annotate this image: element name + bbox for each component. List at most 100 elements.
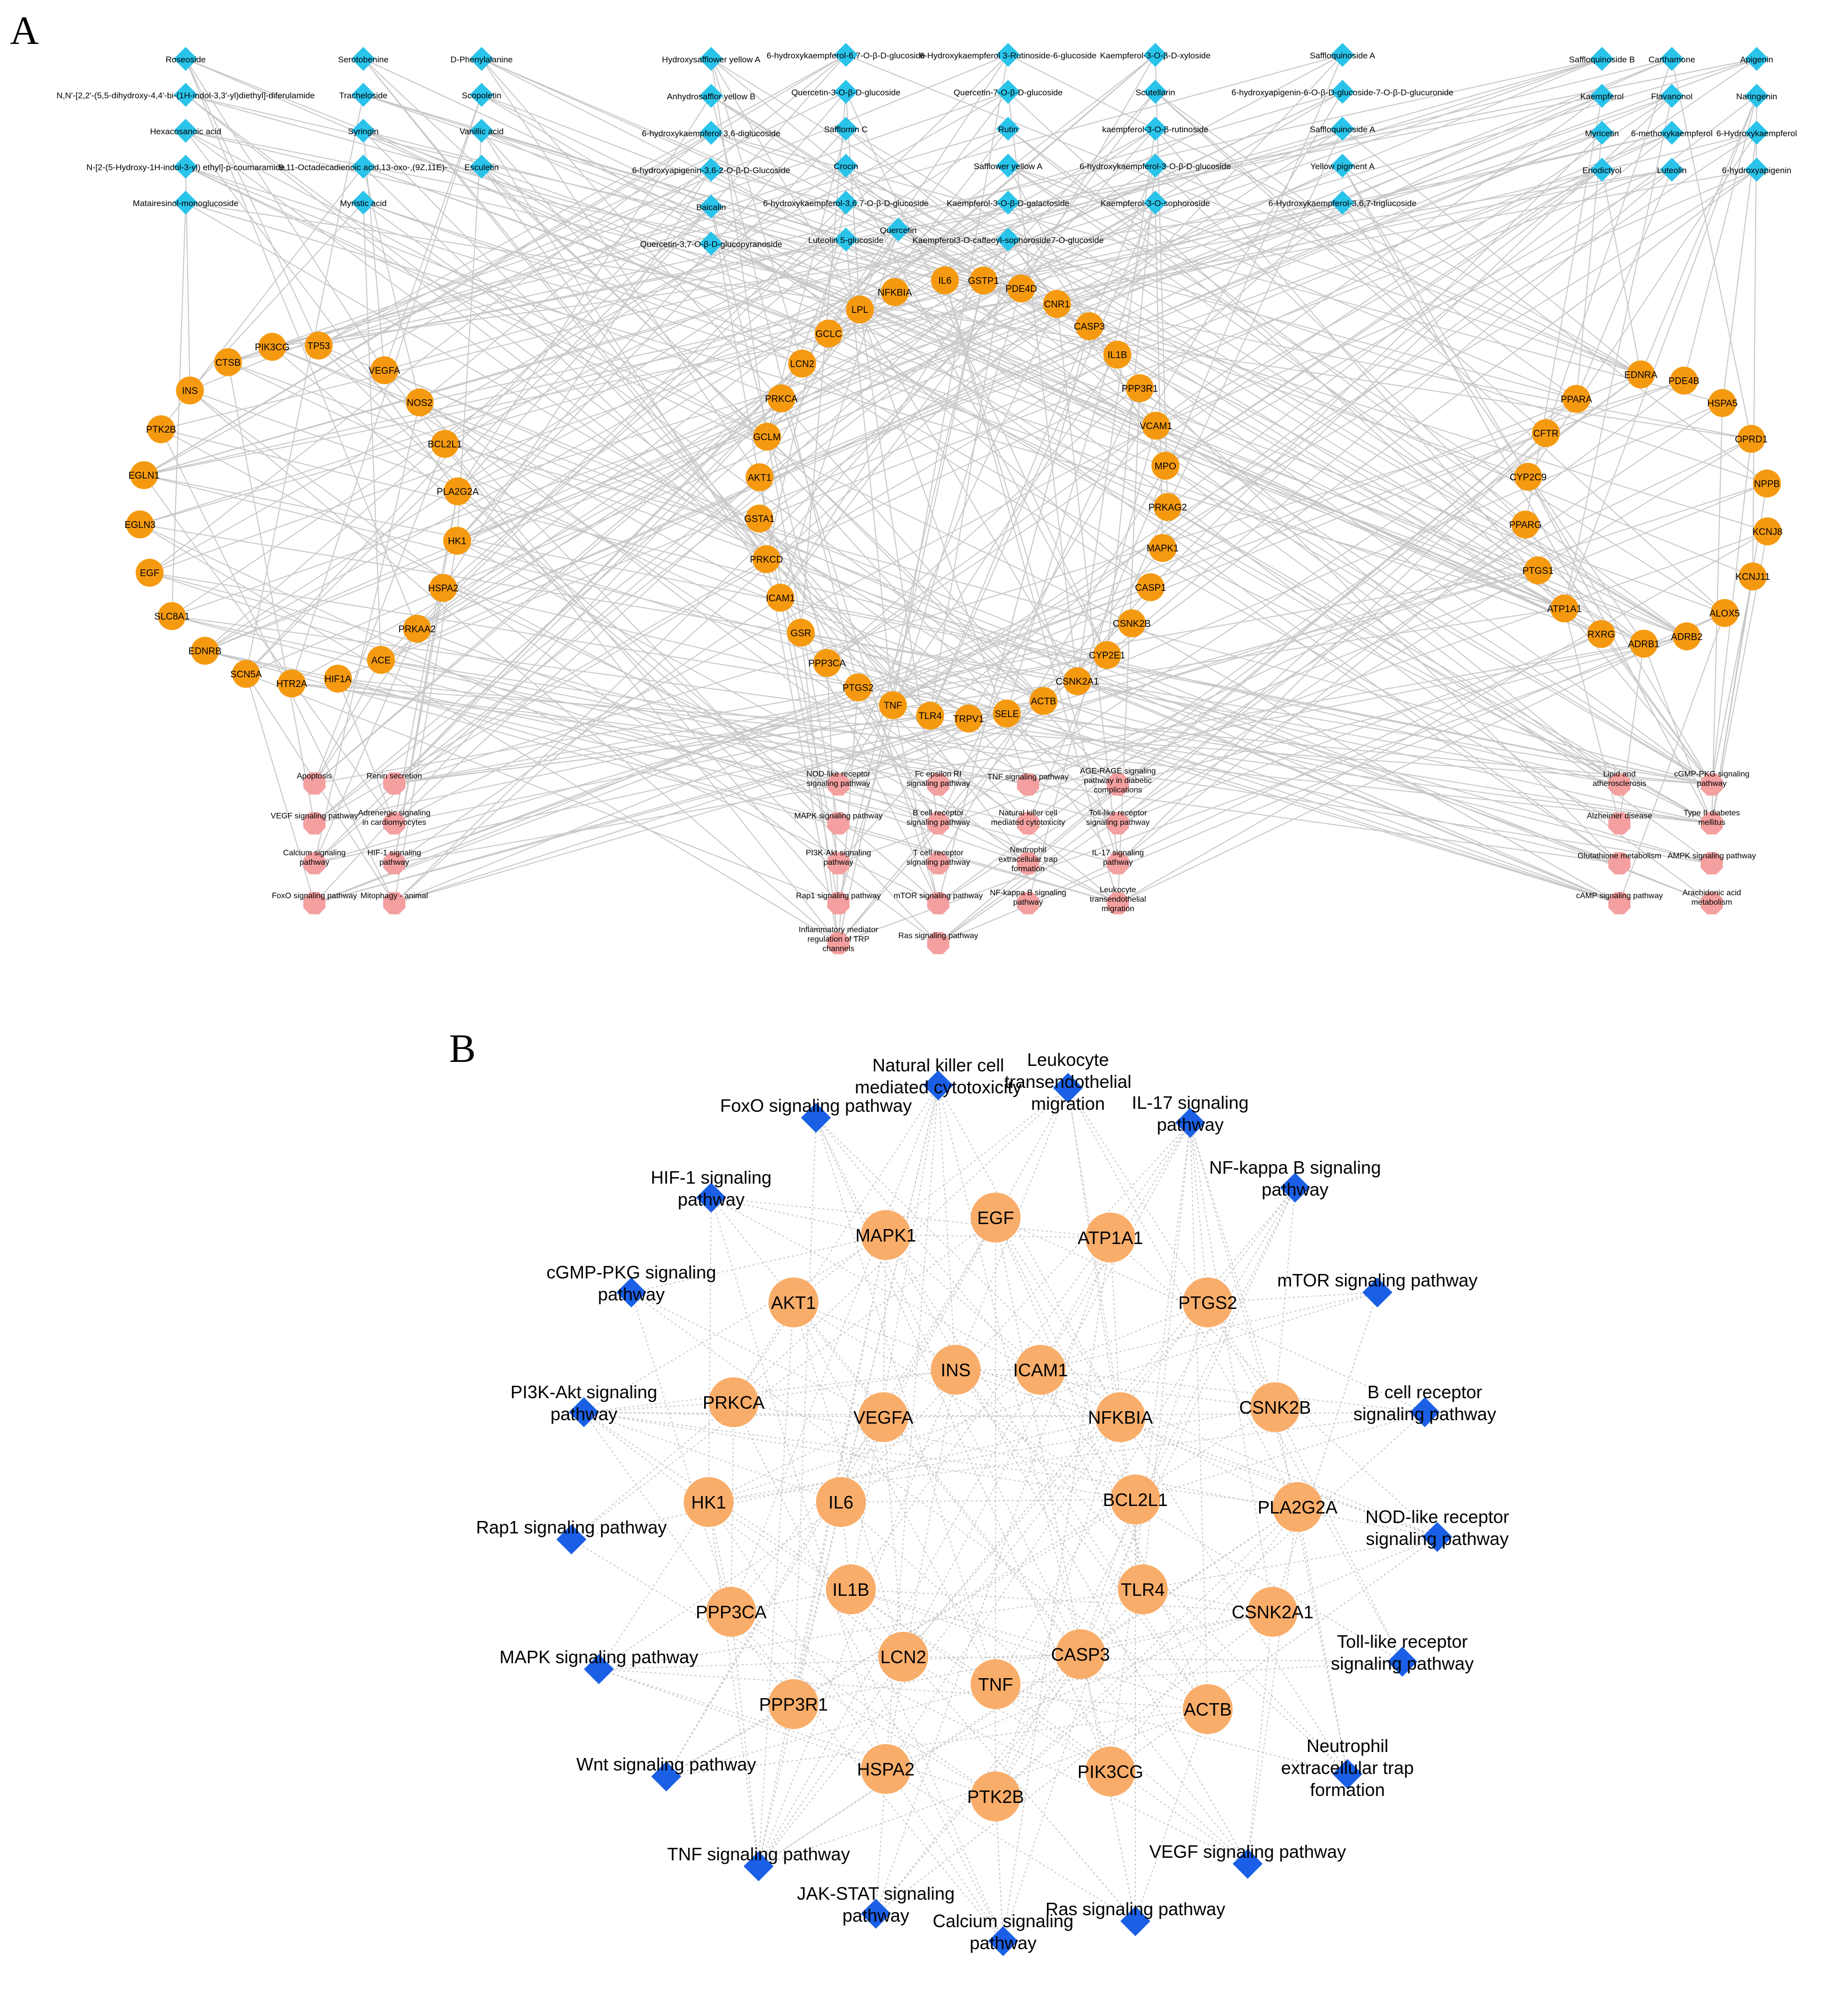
edge-compound-target bbox=[1165, 58, 1757, 467]
edge-compound-target bbox=[845, 165, 1644, 644]
target-label: TNF bbox=[884, 701, 902, 711]
target-node-nppb: NPPB bbox=[1753, 469, 1781, 498]
b-target-node-prkca: PRKCA bbox=[703, 1377, 765, 1427]
target-circle bbox=[993, 699, 1021, 728]
edge-compound-target bbox=[1155, 165, 1641, 375]
pathway-label: Adrenergic signaling bbox=[358, 809, 431, 817]
edge-target-pathway bbox=[885, 1536, 1438, 1769]
b-pathway-label: pathway bbox=[678, 1189, 745, 1210]
target-label: KCNJ11 bbox=[1735, 572, 1770, 582]
pathway-octagon bbox=[303, 772, 326, 795]
compound-node-kaempferol-3-o-rutinoside: kaempferol-3-O-β-rutinoside bbox=[1102, 117, 1208, 141]
b-target-circle bbox=[1183, 1277, 1233, 1327]
target-label: TLR4 bbox=[919, 711, 942, 722]
edge-target-pathway bbox=[938, 1085, 1121, 1418]
edge-compound-target bbox=[481, 94, 1156, 426]
target-label: EDNRA bbox=[1624, 370, 1658, 380]
compound-diamond bbox=[996, 191, 1020, 215]
target-node-hif1a: HIF1A bbox=[324, 664, 352, 693]
edge-target-pathway bbox=[381, 659, 1029, 785]
edge-target-pathway bbox=[394, 432, 1546, 904]
panel-b-letter: B bbox=[449, 1027, 476, 1071]
b-target-label: AKT1 bbox=[771, 1292, 816, 1313]
compound-label: Luteolin bbox=[1657, 166, 1687, 175]
edge-target-pathway bbox=[314, 402, 420, 864]
compound-label: 6-hydroxykaempferol 3,6-diglucoside bbox=[642, 129, 781, 138]
compound-node-6-hydroxykaempferol: 6-Hydroxykaempferol bbox=[1716, 121, 1797, 145]
edge-target-target bbox=[850, 1589, 1081, 1655]
target-circle bbox=[1708, 389, 1737, 417]
compound-diamond bbox=[1330, 154, 1354, 178]
b-target-circle bbox=[1095, 1392, 1145, 1442]
edge-compound-target bbox=[1342, 202, 1641, 375]
compound-label: Roseoside bbox=[166, 55, 206, 64]
pathway-octagon bbox=[827, 812, 850, 835]
edge-target-target bbox=[793, 1611, 1273, 1705]
target-circle bbox=[844, 673, 872, 702]
compound-label: Kaempferol3-O-caffeoyl-sophoroside7-O-gl… bbox=[912, 236, 1103, 245]
compound-node-6-hydroxykaempferol-3-6-7-o-d-glucoside: 6-hydroxykaempferol-3,6,7-O-β-D-glucosid… bbox=[763, 191, 929, 215]
b-target-circle bbox=[706, 1587, 756, 1637]
pathway-label: Ras signaling pathway bbox=[898, 932, 978, 940]
pathway-label: pathway bbox=[823, 858, 853, 867]
target-node-ptgs1: PTGS1 bbox=[1523, 556, 1554, 585]
target-node-icam1: ICAM1 bbox=[766, 583, 795, 612]
pathway-label: complications bbox=[1094, 786, 1142, 794]
b-target-label: LCN2 bbox=[880, 1647, 926, 1667]
edge-target-pathway bbox=[708, 1412, 1425, 1503]
edge-target-pathway bbox=[598, 1369, 1041, 1670]
compound-diamond bbox=[1143, 117, 1167, 141]
compound-diamond bbox=[1660, 47, 1684, 71]
compound-label: Hydroxysafflower yellow A bbox=[662, 55, 761, 64]
b-target-label: PTGS2 bbox=[1178, 1292, 1237, 1313]
b-pathway-node-vegf-signaling-pathway: VEGF signaling pathway bbox=[1149, 1841, 1346, 1879]
pathway-label: Mitophagy - animal bbox=[360, 892, 428, 900]
edge-target-pathway bbox=[172, 615, 1118, 864]
target-circle bbox=[1093, 641, 1121, 669]
compound-label: 6-hydroxyapigenin bbox=[1722, 166, 1792, 175]
compound-label: Scopoletin bbox=[462, 91, 501, 100]
pathway-label: channels bbox=[822, 945, 854, 953]
compound-label: 6-Hydroxykaempferol bbox=[1716, 129, 1797, 138]
edge-compound-target bbox=[1155, 91, 1577, 400]
target-node-kcnj8: KCNJ8 bbox=[1753, 517, 1783, 545]
target-circle bbox=[1753, 469, 1781, 498]
edge-target-pathway bbox=[583, 1412, 841, 1503]
b-pathway-label: extracellular trap bbox=[1281, 1758, 1414, 1778]
compound-node-kaempferol-3-o-d-xyloside: Kaempferol-3-O-β-D-xyloside bbox=[1100, 43, 1211, 67]
pathway-label: Renin secretion bbox=[366, 772, 422, 780]
compound-node-serotobenine: Serotobenine bbox=[338, 47, 389, 71]
edge-target-pathway bbox=[780, 597, 1712, 785]
b-pathway-label: NF-kappa B signaling bbox=[1209, 1157, 1381, 1178]
edge-target-pathway bbox=[394, 354, 1118, 784]
pathway-label: Toll-like receptor bbox=[1089, 809, 1147, 817]
compound-diamond bbox=[1745, 158, 1769, 182]
b-target-circle bbox=[1016, 1345, 1065, 1395]
compound-diamond bbox=[996, 80, 1020, 104]
b-pathway-label: signaling pathway bbox=[1331, 1653, 1474, 1674]
target-circle bbox=[1125, 374, 1154, 402]
edge-compound-target bbox=[171, 202, 186, 616]
edge-target-pathway bbox=[1117, 524, 1526, 864]
b-pathway-diamond bbox=[1422, 1522, 1452, 1552]
target-label: GSTP1 bbox=[968, 276, 999, 286]
compound-diamond bbox=[1330, 80, 1354, 104]
target-node-pparg: PPARG bbox=[1509, 510, 1542, 539]
target-circle bbox=[1532, 419, 1560, 447]
b-target-circle bbox=[1110, 1475, 1160, 1524]
target-label: PPP3R1 bbox=[1122, 384, 1158, 394]
compound-label: 6-methoxykaempferol bbox=[1631, 129, 1712, 138]
b-target-node-ppp3r1: PPP3R1 bbox=[759, 1679, 828, 1729]
edge-target-pathway bbox=[384, 370, 1029, 864]
edge-target-pathway bbox=[840, 1085, 939, 1503]
b-pathway-label: Leukocyte bbox=[1027, 1049, 1109, 1070]
edge-target-pathway bbox=[708, 1292, 1378, 1503]
pathway-label: pathway bbox=[1103, 858, 1133, 867]
compound-node-scopoletin: Scopoletin bbox=[462, 83, 502, 107]
edge-target-pathway bbox=[631, 1292, 732, 1612]
target-node-tlr4: TLR4 bbox=[916, 702, 944, 730]
b-target-circle bbox=[878, 1632, 928, 1682]
